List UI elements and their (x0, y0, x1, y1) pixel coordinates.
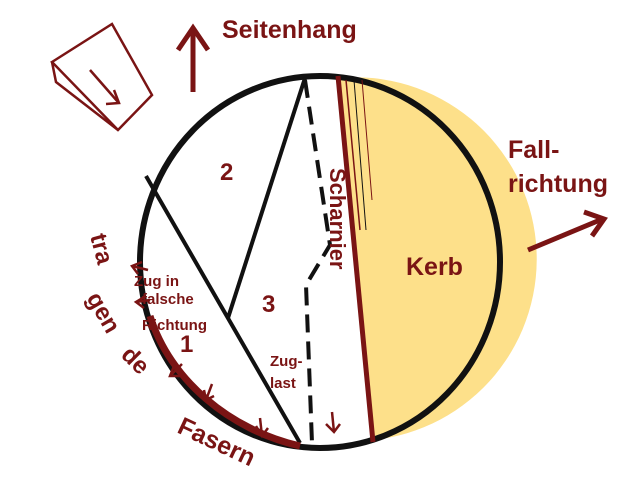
up-arrow-icon (175, 23, 211, 92)
zug-in-label-line1: Zug in (134, 273, 179, 290)
hinge-line (335, 75, 376, 443)
notch-fill-correction (338, 78, 500, 440)
fall-direction-label-line2: richtung (508, 170, 608, 198)
fall-direction-label-line1: Fall- (508, 136, 559, 164)
fiber-label-gen: gen (81, 288, 126, 338)
small-arrow-icon (130, 260, 341, 439)
slope-wedge-icon (50, 22, 154, 132)
line-section-1-diagonal (144, 175, 302, 444)
fiber-label-fasern: Fasern (173, 412, 259, 472)
zuglast-label-line1: Zug- (270, 353, 302, 370)
line-section-2-right (226, 77, 307, 319)
seitenhang-label: Seitenhang (222, 16, 357, 44)
kerb-label: Kerb (406, 253, 463, 281)
zug-in-label-line2: falsche (142, 291, 194, 308)
scharnier-label: Scharnier (325, 168, 350, 270)
hinge-thin-line-2 (353, 79, 367, 231)
fiber-label-de: de (116, 341, 155, 380)
zug-in-label-line3: Richtung (142, 317, 207, 334)
hinge-thin-line-1 (345, 79, 361, 231)
section-2-label: 2 (220, 159, 233, 186)
dashed-boundary-line (303, 79, 333, 444)
fiber-label-tra: tra (84, 231, 118, 268)
zuglast-label-line2: last (270, 375, 296, 392)
fall-direction-arrow-icon (527, 209, 608, 253)
section-3-label: 3 (262, 291, 275, 318)
section-1-label: 1 (180, 331, 193, 358)
hinge-thin-line-3 (361, 79, 373, 201)
